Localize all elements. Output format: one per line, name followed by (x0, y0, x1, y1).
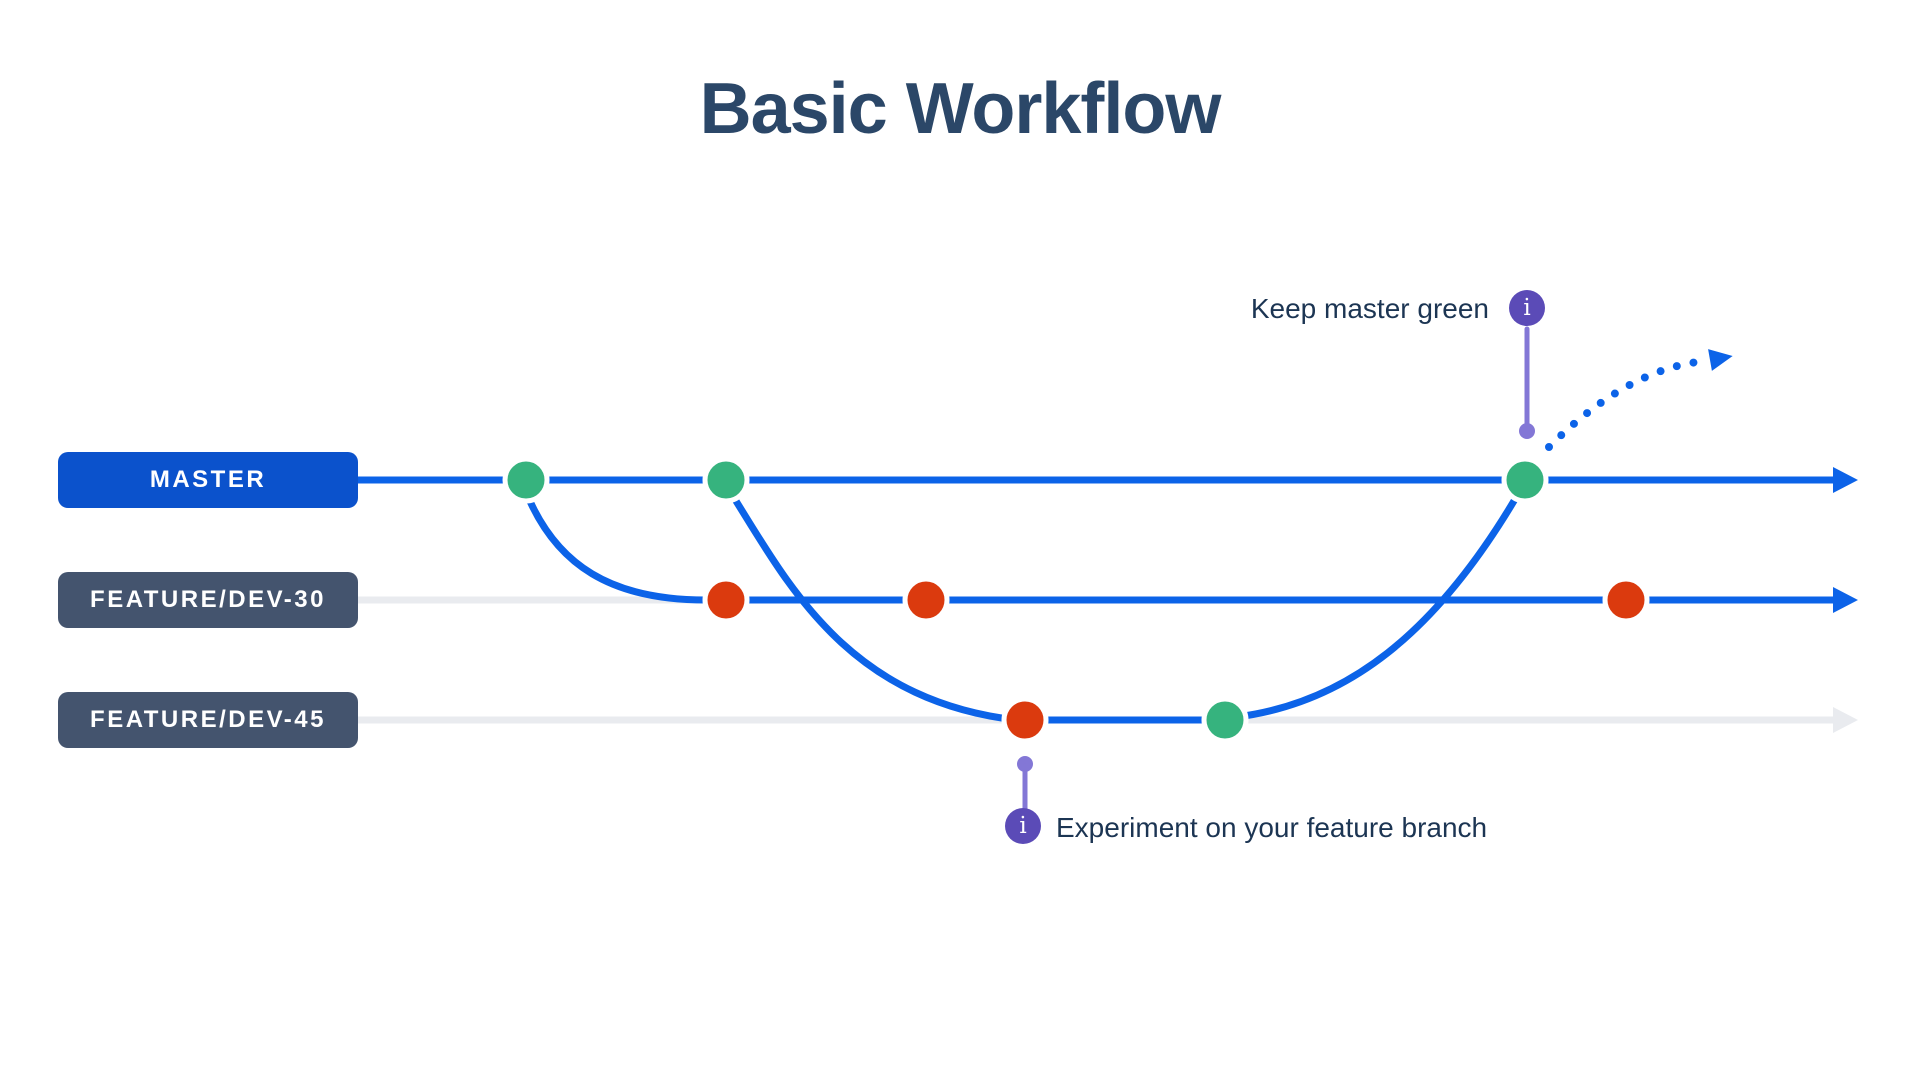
arrow-icon-master (1833, 467, 1858, 493)
commit-dot-dev30-1-red[interactable] (702, 576, 750, 624)
branch-badge-feature-dev-30-label: FEATURE/DEV-30 (90, 586, 326, 613)
merge-curve-dev45-to-master (1233, 485, 1525, 721)
arrow-icon-feature-dev-30 (1833, 587, 1858, 613)
info-icon[interactable]: i (1005, 808, 1041, 844)
annotation-stem-dot-top (1519, 423, 1535, 439)
commit-dot-dev30-2-red[interactable] (902, 576, 950, 624)
annotation-keep-master-green: Keep master green (1250, 293, 1489, 324)
commit-dot-master-merge-green[interactable] (1501, 456, 1549, 504)
commit-dot-dev45-1-red[interactable] (1001, 696, 1049, 744)
arrow-icon-dotted-future (1708, 349, 1733, 371)
commit-dot-dev30-3-red[interactable] (1602, 576, 1650, 624)
arrow-icon-feature-dev-45 (1833, 707, 1858, 733)
branch-badge-feature-dev-45[interactable]: FEATURE/DEV-45 (58, 692, 358, 748)
page-title: Basic Workflow (699, 69, 1222, 149)
info-icon-glyph: i (1523, 294, 1531, 321)
commit-dot-master-1-green[interactable] (502, 456, 550, 504)
info-icon[interactable]: i (1509, 290, 1545, 326)
branch-badge-master-label: MASTER (149, 466, 267, 493)
dotted-future-curve (1545, 357, 1710, 451)
commit-dot-master-2-green[interactable] (702, 456, 750, 504)
branch-curve-master-to-dev30 (522, 488, 710, 604)
branch-badge-feature-dev-30[interactable]: FEATURE/DEV-30 (58, 572, 358, 628)
branch-badge-master[interactable]: MASTER (58, 452, 358, 508)
annotation-experiment-feature-branch: Experiment on your feature branch (1056, 812, 1488, 843)
info-icon-glyph: i (1019, 812, 1027, 839)
branch-curve-master-to-dev45 (727, 489, 1020, 724)
commit-dot-dev45-2-green[interactable] (1201, 696, 1249, 744)
branch-badge-feature-dev-45-label: FEATURE/DEV-45 (90, 706, 326, 733)
